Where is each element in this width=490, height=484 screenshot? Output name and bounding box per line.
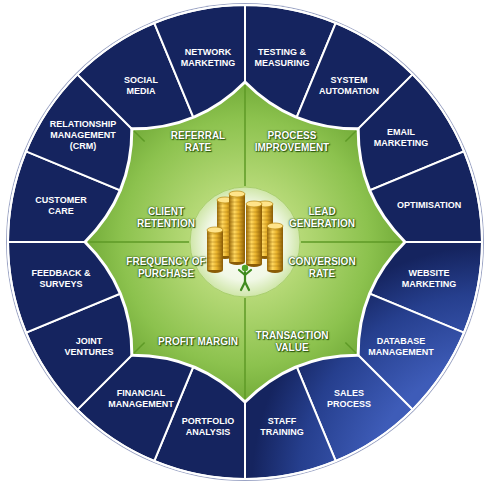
- label-text: NETWORK MARKETING: [171, 47, 245, 69]
- ring-label: SALES PROCESS: [312, 388, 386, 410]
- ring-label: JOINT VENTURES: [52, 336, 126, 358]
- ring-label: SYSTEM AUTOMATION: [312, 75, 386, 97]
- ring-label: PORTFOLIO ANALYSIS: [171, 416, 245, 438]
- star-spoke: [244, 298, 246, 399]
- star-spoke: [345, 131, 356, 142]
- label-text: SOCIAL MEDIA: [111, 75, 171, 97]
- ring-label: NETWORK MARKETING: [171, 47, 245, 69]
- label-text: DATABASE MANAGEMENT: [364, 336, 438, 358]
- star-label: CONVERSION RATE: [282, 256, 362, 280]
- ring-label: EMAIL MARKETING: [364, 127, 438, 149]
- star-label: FREQUENCY OF PURCHASE: [126, 256, 206, 280]
- star-spoke: [134, 342, 145, 353]
- ring-label: WEBSITE MARKETING: [392, 268, 466, 290]
- label-text: LEAD GENERATION: [282, 206, 362, 230]
- star-spoke: [345, 342, 356, 353]
- ring-label: SOCIAL MEDIA: [111, 75, 171, 97]
- ring-label: FEEDBACK & SURVEYS: [24, 268, 98, 290]
- coin-stack: [246, 201, 262, 267]
- label-text: CONVERSION RATE: [282, 256, 362, 280]
- label-text: JOINT VENTURES: [52, 336, 126, 358]
- label-text: PORTFOLIO ANALYSIS: [171, 416, 245, 438]
- green-star: [85, 82, 405, 402]
- star-spoke: [134, 131, 145, 142]
- label-text: CLIENT RETENTION: [126, 206, 206, 230]
- star-label: CLIENT RETENTION: [126, 206, 206, 230]
- ring-label: DATABASE MANAGEMENT: [364, 336, 438, 358]
- label-text: TRANSACTION VALUE: [252, 330, 332, 354]
- label-text: TESTING & MEASURING: [245, 47, 319, 69]
- star-label: REFERRAL RATE: [158, 130, 238, 154]
- label-text: CUSTOMER CARE: [24, 195, 98, 217]
- label-text: RELATIONSHIP MANAGEMENT (CRM): [46, 119, 120, 151]
- ring-label: TESTING & MEASURING: [245, 47, 319, 69]
- coin-stack: [207, 227, 223, 273]
- star-label: PROCESS IMPROVEMENT: [252, 130, 332, 154]
- label-text: FEEDBACK & SURVEYS: [24, 268, 98, 290]
- wheel-rim: [6, 3, 484, 481]
- label-text: SYSTEM AUTOMATION: [312, 75, 386, 97]
- wheel-border: [8, 5, 482, 479]
- label-text: WEBSITE MARKETING: [392, 268, 466, 290]
- ring-label: FINANCIAL MANAGEMENT: [104, 388, 178, 410]
- star-label: TRANSACTION VALUE: [252, 330, 332, 354]
- coin-stack: [267, 223, 283, 273]
- star-spoke: [301, 241, 402, 243]
- ring-label: OPTIMISATION: [397, 200, 461, 211]
- label-text: PROCESS IMPROVEMENT: [252, 130, 332, 154]
- label-text: SALES PROCESS: [312, 388, 386, 410]
- label-text: REFERRAL RATE: [158, 130, 238, 154]
- coin-stacks: [207, 191, 283, 273]
- coin-stack: [229, 191, 245, 265]
- ring-label: RELATIONSHIP MANAGEMENT (CRM): [46, 119, 120, 151]
- green-figure: [239, 265, 251, 290]
- star-label: LEAD GENERATION: [282, 206, 362, 230]
- star-spoke: [88, 241, 189, 243]
- label-text: EMAIL MARKETING: [364, 127, 438, 149]
- label-text: FINANCIAL MANAGEMENT: [104, 388, 178, 410]
- label-text: FREQUENCY OF PURCHASE: [126, 256, 206, 280]
- star-spoke: [244, 85, 246, 186]
- label-text: STAFF TRAINING: [245, 416, 319, 438]
- center-disc: [190, 187, 300, 297]
- label-text: PROFIT MARGIN: [158, 336, 238, 348]
- label-text: OPTIMISATION: [397, 200, 461, 211]
- ring-label: STAFF TRAINING: [245, 416, 319, 438]
- ring-label: CUSTOMER CARE: [24, 195, 98, 217]
- star-label: PROFIT MARGIN: [158, 336, 238, 348]
